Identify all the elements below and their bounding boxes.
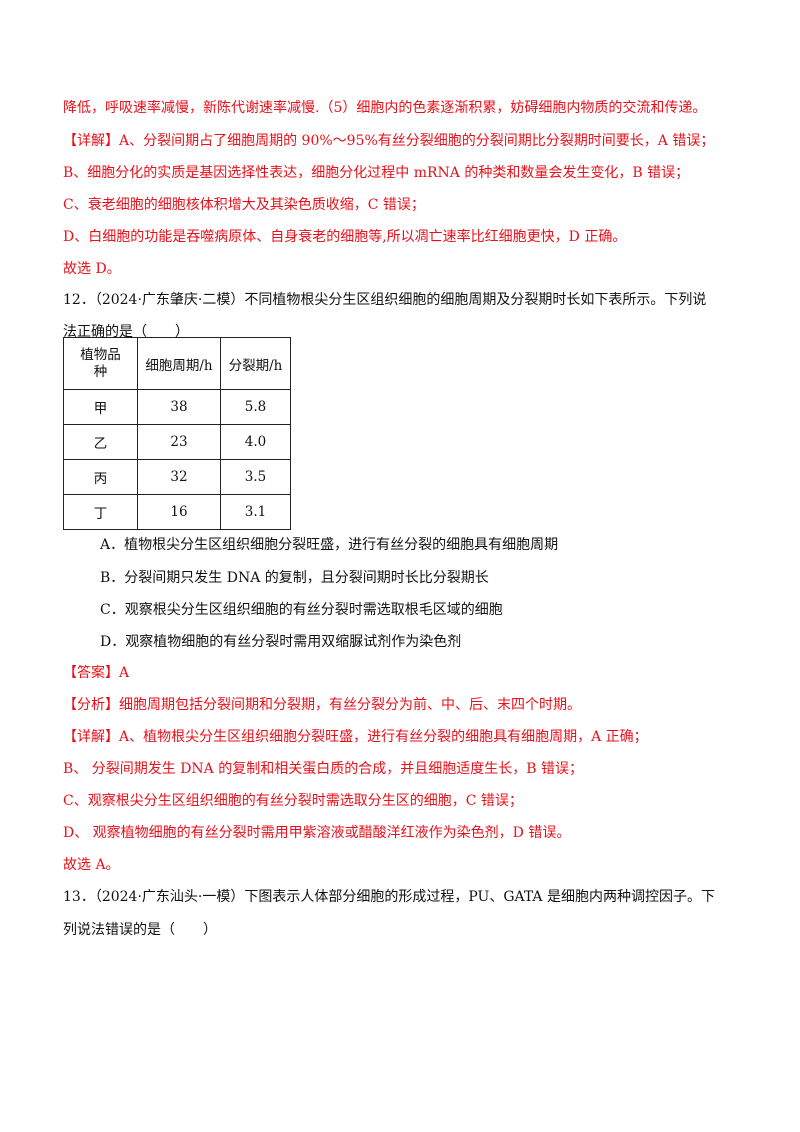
table-cell: 5.8 xyxy=(220,389,291,425)
prev-explanation-detail: 【详解】A、分裂间期占了细胞周期的 90%～95%有丝分裂细胞的分裂间期比分裂期… xyxy=(63,133,715,149)
table-header-cell: 细胞周期/h xyxy=(137,337,221,390)
q13-stem-line1: 13．（2024·广东汕头·一模）下图表示人体部分细胞的形成过程，PU、GATA… xyxy=(63,889,715,905)
table-row: 乙 23 4.0 xyxy=(63,424,291,460)
table-cell: 4.0 xyxy=(220,424,291,460)
table-cell: 丁 xyxy=(63,494,138,530)
q12-answer: 【答案】A xyxy=(63,665,130,681)
q12-option-c: C．观察根尖分生区组织细胞的有丝分裂时需选取根毛区域的细胞 xyxy=(100,602,503,618)
q12-detail: 【详解】A、植物根尖分生区组织细胞分裂旺盛，进行有丝分裂的细胞具有细胞周期，A … xyxy=(63,729,648,745)
table-row: 丁 16 3.1 xyxy=(63,494,291,530)
q12-analysis: 【分析】细胞周期包括分裂间期和分裂期，有丝分裂分为前、中、后、末四个时期。 xyxy=(63,697,581,713)
q12-option-a: A．植物根尖分生区组织细胞分裂旺盛，进行有丝分裂的细胞具有细胞周期 xyxy=(100,537,559,553)
table-cell: 甲 xyxy=(63,389,138,425)
prev-explanation-continuation: 降低，呼吸速率减慢，新陈代谢速率减慢.（5）细胞内的色素逐渐积累，妨碍细胞内物质… xyxy=(63,100,707,116)
q12-option-d: D．观察植物细胞的有丝分裂时需用双缩脲试剂作为染色剂 xyxy=(100,634,462,650)
table-row: 丙 32 3.5 xyxy=(63,459,291,495)
prev-conclusion: 故选 D。 xyxy=(63,261,121,277)
table-cell: 乙 xyxy=(63,424,138,460)
q12-option-b: B．分裂间期只发生 DNA 的复制，且分裂间期时长比分裂期长 xyxy=(100,570,489,586)
q13-stem-line2: 列说法错误的是（ ） xyxy=(63,922,217,938)
table-cell: 38 xyxy=(137,389,221,425)
q12-detail-b: B、 分裂间期发生 DNA 的复制和相关蛋白质的合成，并且细胞适度生长，B 错误… xyxy=(63,761,583,777)
prev-explanation-b: B、细胞分化的实质是基因选择性表达，细胞分化过程中 mRNA 的种类和数量会发生… xyxy=(63,165,690,181)
table-header-cell: 植物品 种 xyxy=(63,337,138,390)
table-cell: 3.5 xyxy=(220,459,291,495)
q12-data-table: 植物品 种 细胞周期/h 分裂期/h 甲 38 5.8 乙 23 4.0 丙 3… xyxy=(63,337,291,530)
q12-stem-line2: 法正确的是（ ） xyxy=(63,324,189,340)
table-cell: 丙 xyxy=(63,459,138,495)
table-cell: 32 xyxy=(137,459,221,495)
table-header-cell: 分裂期/h xyxy=(220,337,291,390)
table-cell: 3.1 xyxy=(220,494,291,530)
table-cell: 23 xyxy=(137,424,221,460)
q12-stem-line1: 12．（2024·广东肇庆·二模）不同植物根尖分生区组织细胞的细胞周期及分裂期时… xyxy=(63,292,707,308)
table-cell: 16 xyxy=(137,494,221,530)
q12-conclusion: 故选 A。 xyxy=(63,857,120,873)
table-header-row: 植物品 种 细胞周期/h 分裂期/h xyxy=(63,337,291,390)
table-row: 甲 38 5.8 xyxy=(63,389,291,425)
prev-explanation-d: D、白细胞的功能是吞噬病原体、自身衰老的细胞等,所以凋亡速率比红细胞更快，D 正… xyxy=(63,229,627,245)
prev-explanation-c: C、衰老细胞的细胞核体积增大及其染色质收缩，C 错误； xyxy=(63,197,425,213)
q12-detail-d: D、 观察植物细胞的有丝分裂时需用甲紫溶液或醋酸洋红液作为染色剂，D 错误。 xyxy=(63,825,571,841)
q12-detail-c: C、观察根尖分生区组织细胞的有丝分裂时需选取分生区的细胞，C 错误； xyxy=(63,793,523,809)
